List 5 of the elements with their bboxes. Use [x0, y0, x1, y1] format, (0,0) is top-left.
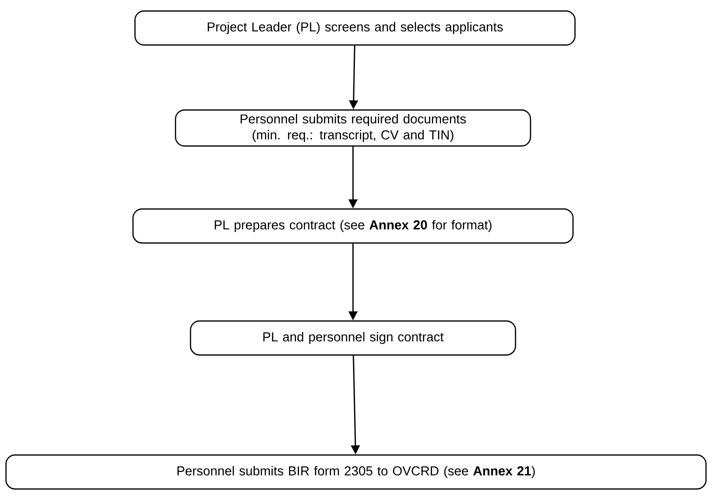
process-box: Personnel submits required documents (min. req.: transcript, CV and TIN) — [174, 109, 532, 147]
process-box: PL and personnel sign contract — [190, 320, 516, 356]
process-box: Personnel submits BIR form 2305 to OVCRD (see Annex 21) — [5, 454, 707, 490]
process-box: Project Leader (PL) screens and selects applicants — [134, 10, 576, 46]
process-box: PL prepares contract (see Annex 20 for format) — [132, 208, 574, 244]
